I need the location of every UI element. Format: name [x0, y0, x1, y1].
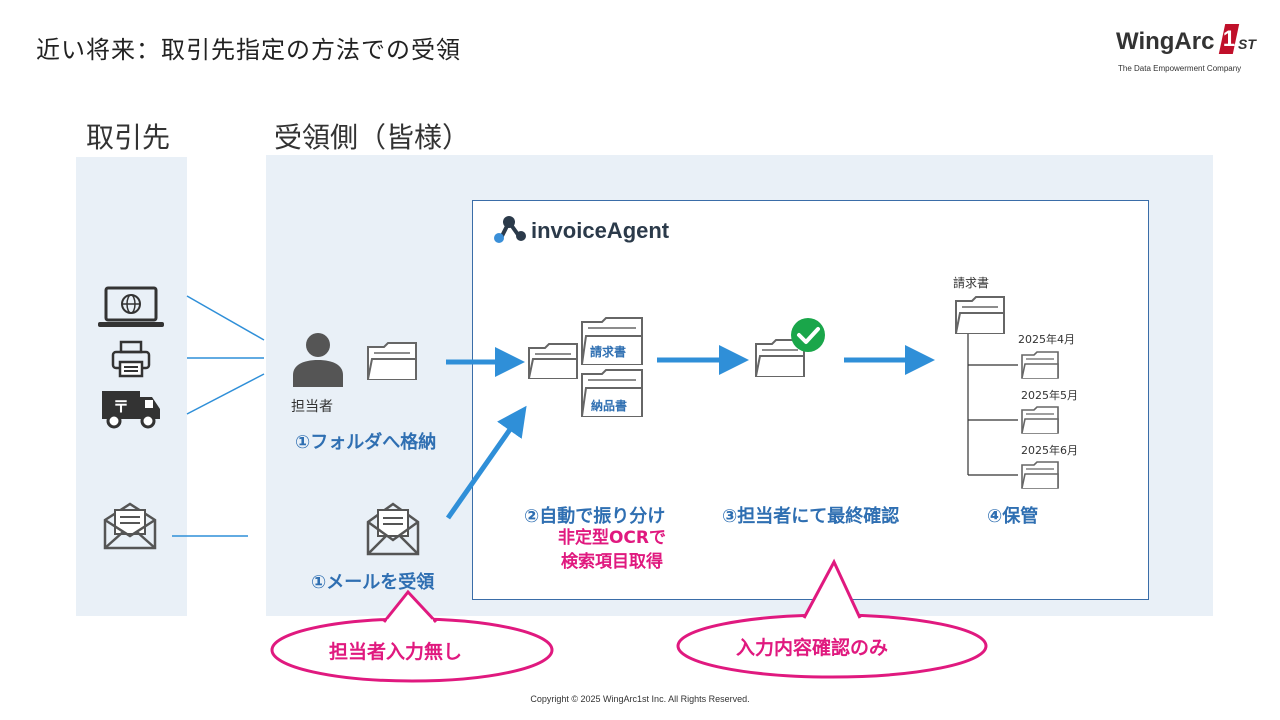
wingarc-logo: WingArc 1 ST The Data Empowerment Compan…: [1112, 24, 1256, 76]
postal-truck-icon: 〒: [100, 385, 162, 429]
sort-inbox-folder-icon: [527, 342, 579, 380]
archive-root-label: 請求書: [953, 276, 990, 290]
archive-month-folder-icon: [1020, 350, 1060, 380]
svg-text:〒: 〒: [113, 397, 129, 416]
logo-one: 1: [1222, 26, 1236, 51]
checked-folder-icon: [754, 338, 806, 378]
archive-month-label: 2025年5月: [1021, 389, 1078, 402]
partner-heading: 取引先: [86, 121, 171, 154]
folder-icon: [366, 341, 418, 381]
step-auto-sort: ②自動で振り分け: [524, 506, 666, 527]
invoice-label: 請求書: [590, 345, 627, 359]
logo-wordmark: WingArc: [1116, 28, 1215, 55]
delivery-label: 納品書: [591, 399, 628, 413]
step-storage: ④保管: [987, 506, 1039, 527]
step-auto-sort-sub2: 検索項目取得: [561, 552, 663, 572]
archive-month-folder-icon: [1020, 460, 1060, 490]
line-web-to-person: [186, 295, 265, 341]
callout-no-input-pointer: [382, 589, 438, 624]
partner-panel: [76, 157, 187, 616]
callout-check-only-text: 入力内容確認のみ: [736, 637, 889, 659]
laptop-web-icon: [96, 286, 166, 330]
delivery-folder-icon: [580, 368, 644, 418]
callout-check-only-pointer: [802, 558, 862, 619]
arrow-mail-to-agent: [445, 405, 527, 520]
mail-icon-partner: [103, 502, 157, 550]
step-final-check: ③担当者にて最終確認: [722, 506, 900, 527]
logo-tagline: The Data Empowerment Company: [1118, 64, 1242, 73]
mail-icon-receiver: [366, 502, 420, 556]
page-title: 近い将来：取引先指定の方法での受領: [36, 36, 461, 64]
archive-month-label: 2025年4月: [1018, 333, 1075, 346]
invoice-folder-icon: [580, 316, 644, 366]
invoice-agent-name: invoiceAgent: [531, 218, 670, 243]
archive-month-folder-icon: [1020, 405, 1060, 435]
archive-root-folder-icon: [954, 295, 1006, 335]
callout-no-input-text: 担当者入力無し: [329, 641, 463, 663]
logo-st: ST: [1238, 36, 1256, 52]
receiver-heading: 受領側（皆様）: [274, 121, 471, 154]
copyright: Copyright © 2025 WingArc1st Inc. All Rig…: [530, 694, 750, 704]
person-icon: [291, 331, 345, 389]
line-post-to-person: [186, 373, 265, 415]
check-icon: [790, 317, 826, 353]
printer-icon: [111, 340, 151, 378]
step-auto-sort-sub1: 非定型OCRで: [557, 528, 667, 548]
step-folder-store: ①フォルダへ格納: [295, 432, 437, 453]
step-mail-receive: ①メールを受領: [311, 572, 435, 593]
invoice-agent-logo-icon: [493, 214, 527, 246]
archive-month-label: 2025年6月: [1021, 444, 1078, 457]
person-label: 担当者: [291, 399, 333, 415]
